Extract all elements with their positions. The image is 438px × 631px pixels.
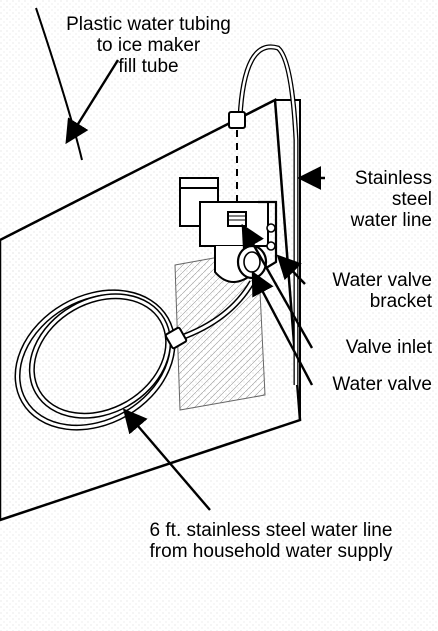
arrow-bracket [276, 254, 306, 285]
label-stainless-line1: Stainless [354, 168, 432, 189]
arrow-water-valve [251, 270, 314, 386]
coil-end-nut [164, 326, 188, 350]
arrow-supply-line [122, 408, 211, 511]
label-supply-line: 6 ft. stainless steel water line from ho… [110, 520, 432, 562]
valve-inlet-fitting [227, 211, 247, 227]
label-stainless-line2: steel [391, 189, 432, 210]
leader-arrows [65, 59, 325, 511]
label-supply-line2: from household water supply [149, 541, 393, 562]
label-bracket-line2: bracket [369, 291, 432, 312]
label-plastic-tubing: Plastic water tubing to ice maker fill t… [56, 14, 241, 77]
arrow-valve-inlet [241, 223, 314, 349]
label-water-valve: Water valve [332, 374, 432, 395]
label-stainless-line: Stainless steel water line [320, 168, 432, 231]
label-stainless-line3: water line [350, 210, 432, 231]
label-plastic-tubing-line2: to ice maker [96, 35, 201, 56]
cabinet-outline [35, 7, 83, 161]
label-valve-inlet: Valve inlet [345, 337, 432, 358]
arrow-plastic-tubing [65, 59, 120, 145]
label-supply-line1: 6 ft. stainless steel water line [149, 520, 393, 541]
label-plastic-tubing-line1: Plastic water tubing [66, 14, 231, 35]
panel-edge [275, 99, 301, 420]
water-valve-bracket [258, 200, 278, 269]
compression-nut [228, 111, 246, 129]
label-water-valve-bracket: Water valve bracket [304, 270, 432, 312]
label-plastic-tubing-line3: fill tube [118, 56, 179, 77]
label-bracket-line1: Water valve [332, 270, 432, 291]
